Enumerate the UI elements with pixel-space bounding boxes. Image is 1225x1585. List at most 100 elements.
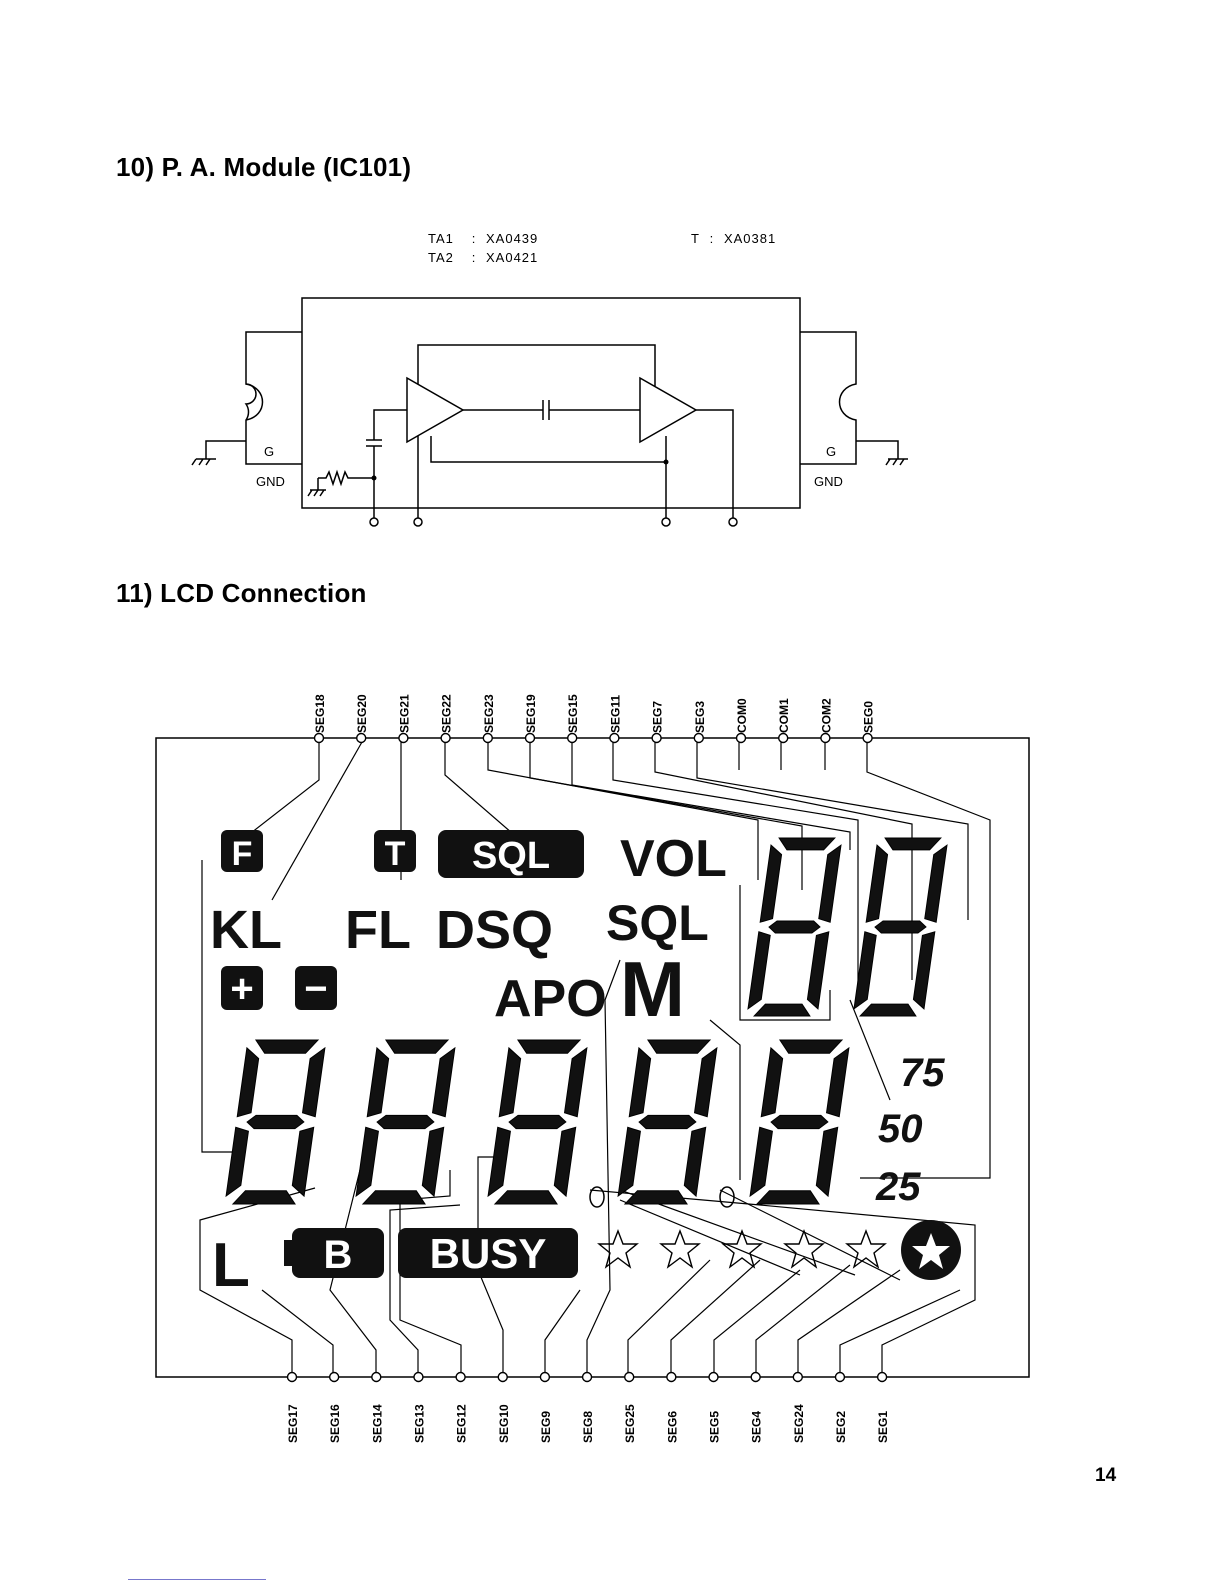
digit-segment [254,1039,320,1054]
bias-bus-top [417,344,656,386]
bottom-pin-terminal [581,1371,593,1383]
bottom-pin-terminal [328,1371,340,1383]
g-label-right: G [826,444,836,459]
bottom-pin-label: SEG12 [455,1404,469,1443]
top-pin-terminal [778,732,789,744]
bottom-pin-label: SEG13 [412,1404,426,1443]
output-lead [696,409,734,518]
pin-2 [413,517,423,527]
busy-indicator-box [398,1228,578,1278]
bottom-pin-label: SEG10 [497,1404,511,1443]
digit-segment [874,920,927,934]
digit-segment [355,1126,379,1198]
decimal-point-1 [589,1186,605,1208]
seven-segment-digit [355,1039,456,1205]
digit-segment [516,1039,582,1054]
legend-t-sep: : [709,231,715,246]
top-pin-terminal [567,732,578,744]
bottom-pin-terminal [624,1371,635,1383]
digit-segment [924,844,948,923]
digit-segment [749,1126,773,1198]
top-pin-label: SEG3 [693,701,707,733]
digit-segment [563,1046,588,1118]
digit-segment [638,1114,697,1130]
m-indicator: M [620,945,685,1033]
digit-segment [818,844,842,923]
lcd-connection-heading: 11) LCD Connection [116,578,367,608]
pa-module-heading: 10) P. A. Module (IC101) [116,152,412,182]
bottom-pin-terminal [666,1371,677,1383]
gnd-label-right: GND [814,474,843,489]
minus-indicator-box [295,966,337,1010]
digit-segment [553,1126,577,1198]
plus-indicator: + [230,967,253,1011]
lcd-frame [155,737,1030,1378]
digit-segment [376,1114,435,1130]
digit-segment [747,931,771,1010]
signal-star-icon [597,1229,639,1269]
right-mount-tab [800,331,857,465]
bottom-pin-label: SEG1 [876,1411,890,1443]
legend-ta2-sep: : [471,250,477,265]
left-tab-notch [245,383,264,421]
busy-indicator: BUSY [430,1230,547,1277]
seven-segment-digit [617,1039,718,1205]
pin-3 [661,517,671,527]
n50-indicator: 50 [878,1107,923,1151]
apo-indicator: APO [494,970,607,1028]
top-pin-terminal [313,732,325,744]
kl-indicator: KL [210,900,282,960]
bottom-pin-terminal [876,1371,888,1383]
top-pin-terminal [693,732,704,744]
bottom-pin-label: SEG24 [792,1404,806,1443]
digit-segment [759,844,783,923]
seven-segment-digit [853,837,948,1017]
fl-indicator: FL [345,900,411,960]
legend-t-value: XA0381 [723,231,777,246]
digit-segment [421,1126,445,1198]
digit-segment [361,1190,426,1205]
signal-star-icon [659,1229,701,1269]
digit-segment [884,837,942,851]
bottom-pin-terminal [413,1371,424,1383]
bias-bus-bottom [430,436,666,463]
bottom-pin-label: SEG16 [328,1404,342,1443]
top-pin-label: SEG19 [524,694,538,733]
legend-ta1-sep: : [471,231,477,246]
page-number: 14 [1095,1465,1117,1486]
digit-segment [498,1046,522,1118]
top-pin-terminal [862,732,873,744]
pa-module-schematic: G GND G GND [191,297,908,527]
digit-segment [487,1126,511,1198]
minus-indicator: − [304,967,327,1011]
top-pin-terminal [356,732,367,744]
digit-segment [853,931,877,1010]
legend-t: T:XA0381 [691,231,776,246]
top-pin-label: SEG20 [355,694,369,733]
bottom-pin-terminal [497,1371,508,1383]
top-pin-label: SEG0 [862,701,876,733]
bottom-pin-label: SEG14 [370,1404,384,1443]
top-pin-terminal [651,732,662,744]
top-pin-terminal [398,732,409,744]
sql-indicator: SQL [606,895,709,951]
top-pin-label: COM2 [819,698,833,733]
left-ground-symbol [191,458,216,466]
bottom-pin-terminal [708,1371,719,1383]
pin-1 [369,517,379,527]
priority-star-icon [912,1233,950,1269]
top-pin-label: SEG22 [440,694,454,733]
dsq-indicator: DSQ [436,900,553,960]
digit-segment [623,1190,688,1205]
digit-segment [859,1003,917,1017]
junction-dot [371,475,377,481]
bottom-pin-terminal [455,1371,466,1383]
f-indicator: F [232,835,253,873]
bottom-pin-terminal [539,1371,551,1383]
seven-segment-digit [225,1039,326,1205]
gnd-label-left: GND [256,474,285,489]
digit-segment [291,1126,315,1198]
top-pin-terminal [609,732,620,744]
digit-segment [225,1126,249,1198]
